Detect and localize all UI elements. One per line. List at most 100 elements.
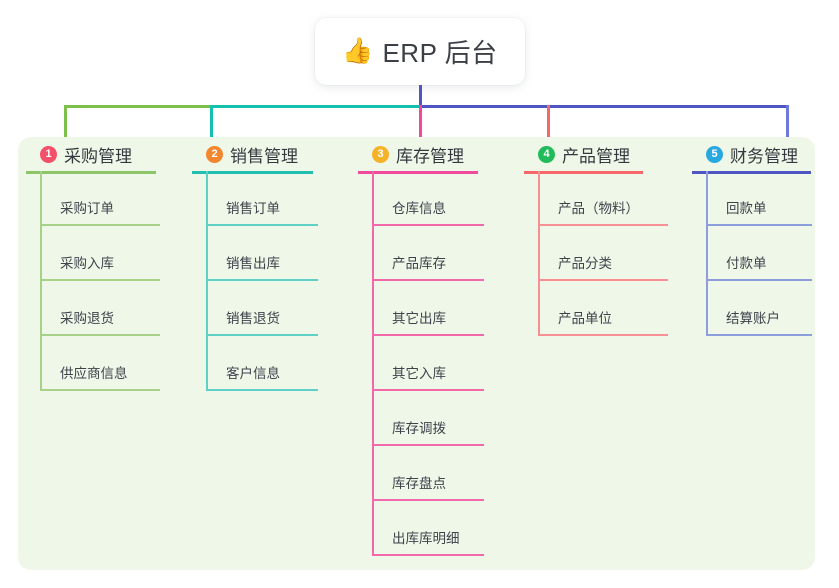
branch-underline <box>192 171 313 174</box>
branch-title: 财务管理 <box>730 146 798 166</box>
branch-leaf[interactable]: 库存盘点 <box>372 446 484 501</box>
branch-leaf[interactable]: 产品单位 <box>538 281 668 336</box>
branch-heading[interactable]: 1 采购管理 <box>26 137 132 171</box>
branch-leaf-label: 采购退货 <box>60 311 114 326</box>
branch-leaf-rule <box>706 279 812 281</box>
root-stem <box>419 85 422 107</box>
branch-leaf[interactable]: 客户信息 <box>206 336 318 391</box>
branch-leaf[interactable]: 产品分类 <box>538 226 668 281</box>
branch-leaf-label: 销售出库 <box>226 256 280 271</box>
branch-leaf-label: 产品（物料） <box>558 201 639 216</box>
branch-leaf-label: 结算账户 <box>726 311 780 326</box>
branch-leaf-label: 供应商信息 <box>60 366 128 381</box>
branch-leaf-label: 产品单位 <box>558 311 612 326</box>
branch-spine <box>706 171 708 336</box>
branch-leaf-label: 付款单 <box>726 256 767 271</box>
branch-title: 采购管理 <box>64 146 132 166</box>
connector-segment <box>64 105 210 108</box>
branch-spine <box>206 171 208 391</box>
branch-leaf-label: 产品分类 <box>558 256 612 271</box>
thumbs-up-icon: 👍 <box>342 37 374 65</box>
branch-leaf[interactable]: 其它出库 <box>372 281 484 336</box>
branch-leaf-rule <box>372 224 484 226</box>
connector-drop <box>547 105 550 139</box>
branch-spine <box>40 171 42 391</box>
branch-leaf[interactable]: 采购订单 <box>40 171 160 226</box>
branch-leaf-rule <box>206 334 318 336</box>
branch-column-1: 1 采购管理采购订单采购入库采购退货供应商信息 <box>26 137 160 391</box>
connector-segment <box>210 105 419 108</box>
branch-leaf-label: 客户信息 <box>226 366 280 381</box>
branch-heading[interactable]: 4 产品管理 <box>524 137 630 171</box>
branch-leaf-rule <box>706 334 812 336</box>
root-node-title: ERP 后台 <box>382 38 498 68</box>
connector-drop <box>786 105 789 139</box>
branch-underline <box>524 171 643 174</box>
branch-leaf-rule <box>372 444 484 446</box>
branch-leaf[interactable]: 回款单 <box>706 171 812 226</box>
branch-number-badge: 2 <box>206 145 223 163</box>
branch-heading[interactable]: 2 销售管理 <box>192 137 298 171</box>
branch-column-5: 5 财务管理回款单付款单结算账户 <box>692 137 812 336</box>
branch-leaf[interactable]: 销售退货 <box>206 281 318 336</box>
branch-leaf-rule <box>706 224 812 226</box>
branch-leaf[interactable]: 出库库明细 <box>372 501 484 556</box>
branch-leaf[interactable]: 销售出库 <box>206 226 318 281</box>
branch-leaf-rule <box>372 279 484 281</box>
branch-leaf[interactable]: 产品库存 <box>372 226 484 281</box>
branch-leaf[interactable]: 结算账户 <box>706 281 812 336</box>
branch-leaf[interactable]: 销售订单 <box>206 171 318 226</box>
branch-leaf-rule <box>206 224 318 226</box>
branch-spine <box>538 171 540 336</box>
branch-leaf-rule <box>40 224 160 226</box>
branch-heading[interactable]: 5 财务管理 <box>692 137 798 171</box>
branch-leaf-rule <box>40 334 160 336</box>
branch-leaf-label: 出库库明细 <box>392 531 460 546</box>
branch-leaf-label: 库存调拨 <box>392 421 446 436</box>
branch-leaf-rule <box>206 389 318 391</box>
branch-leaf-rule <box>538 224 668 226</box>
branch-leaf-rule <box>40 389 160 391</box>
branch-leaf-label: 仓库信息 <box>392 201 446 216</box>
branch-column-2: 2 销售管理销售订单销售出库销售退货客户信息 <box>192 137 318 391</box>
branch-leaf[interactable]: 仓库信息 <box>372 171 484 226</box>
branch-leaf-rule <box>206 279 318 281</box>
branch-title: 销售管理 <box>230 146 298 166</box>
branch-leaf-rule <box>372 334 484 336</box>
branch-leaf-rule <box>538 334 668 336</box>
root-node[interactable]: 👍 ERP 后台 <box>315 18 525 85</box>
branch-underline <box>692 171 811 174</box>
branch-leaf[interactable]: 供应商信息 <box>40 336 160 391</box>
branch-leaf-label: 销售退货 <box>226 311 280 326</box>
branch-leaf[interactable]: 其它入库 <box>372 336 484 391</box>
branch-leaf-rule <box>372 389 484 391</box>
branch-leaf-label: 库存盘点 <box>392 476 446 491</box>
branch-number-badge: 1 <box>40 145 57 163</box>
branch-title: 库存管理 <box>396 146 464 166</box>
branch-leaf-rule <box>372 499 484 501</box>
branch-leaf-rule <box>40 279 160 281</box>
branch-leaf[interactable]: 付款单 <box>706 226 812 281</box>
branch-leaf-label: 其它入库 <box>392 366 446 381</box>
branch-number-badge: 5 <box>706 145 723 163</box>
branch-number-badge: 4 <box>538 145 555 163</box>
branch-leaf-label: 采购订单 <box>60 201 114 216</box>
branch-leaf[interactable]: 采购退货 <box>40 281 160 336</box>
branch-leaf[interactable]: 产品（物料） <box>538 171 668 226</box>
branch-leaf[interactable]: 库存调拨 <box>372 391 484 446</box>
branch-leaf-rule <box>372 554 484 556</box>
branch-leaf-rule <box>538 279 668 281</box>
branch-leaf[interactable]: 采购入库 <box>40 226 160 281</box>
branch-leaf-label: 产品库存 <box>392 256 446 271</box>
connector-drop <box>419 105 422 139</box>
branch-leaf-label: 回款单 <box>726 201 767 216</box>
branch-underline <box>26 171 156 174</box>
connector-drop <box>64 105 67 139</box>
branch-underline <box>358 171 478 174</box>
branch-leaf-label: 销售订单 <box>226 201 280 216</box>
branch-title: 产品管理 <box>562 146 630 166</box>
branches-panel: 1 采购管理采购订单采购入库采购退货供应商信息 2 销售管理销售订单销售出库销售退货客… <box>18 137 815 570</box>
